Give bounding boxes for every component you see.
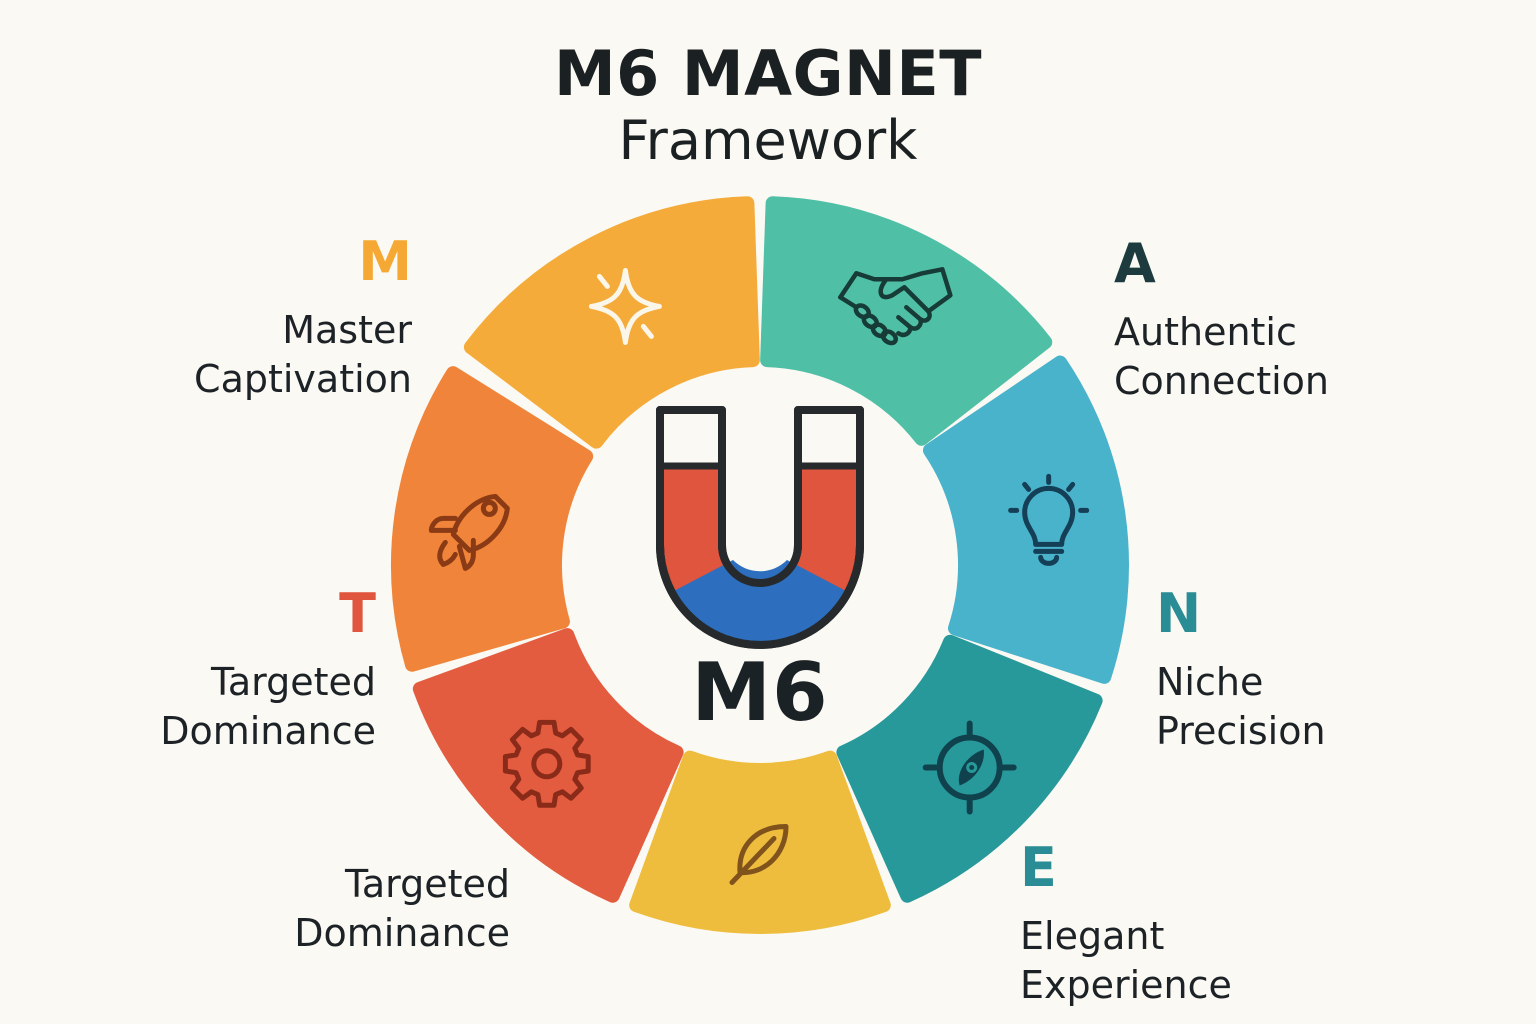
label-text-line: Elegant — [1020, 914, 1165, 958]
lightbulb-icon — [1008, 473, 1090, 566]
ring-segment-launch — [391, 366, 594, 672]
horseshoe-magnet-icon — [656, 406, 864, 649]
label-text-line: Authentic — [1114, 310, 1297, 354]
label-text-line: Connection — [1114, 359, 1330, 403]
diagram-title: M6 MAGNET — [553, 37, 983, 110]
handshake-icon — [838, 267, 953, 346]
label-text-line: Experience — [1020, 963, 1232, 1007]
label-text-line: Master — [282, 308, 412, 352]
label-text-line: Captivation — [194, 357, 412, 401]
label-text-line: Targeted — [210, 660, 376, 704]
label-text-line: Precision — [1156, 709, 1326, 753]
label-letter: E — [1020, 836, 1057, 899]
label-text-line: Dominance — [294, 911, 510, 955]
ring-segment-authentic — [760, 196, 1053, 446]
label-letter: A — [1114, 232, 1156, 295]
label-text-line: Targeted — [344, 862, 510, 906]
rocket-icon — [428, 493, 510, 571]
center-label: M6 — [691, 646, 829, 739]
leaf-icon — [729, 824, 789, 885]
label-text-line: Niche — [1156, 660, 1264, 704]
sparkle-icon — [588, 267, 662, 345]
ring-segment-insight — [922, 355, 1129, 684]
ring-segment-niche — [836, 634, 1103, 903]
label-text-line: Dominance — [160, 709, 376, 753]
ring-segment-targeted — [412, 628, 684, 903]
label-letter: M — [358, 230, 412, 293]
diagram-subtitle: Framework — [618, 109, 918, 172]
gear-icon — [502, 719, 591, 808]
label-letter: N — [1156, 582, 1202, 645]
compass-target-icon — [922, 720, 1017, 815]
label-letter: T — [339, 582, 376, 645]
ring-segment-elegant — [629, 750, 891, 934]
ring-segments — [391, 196, 1129, 934]
ring-segment-master — [463, 196, 760, 449]
